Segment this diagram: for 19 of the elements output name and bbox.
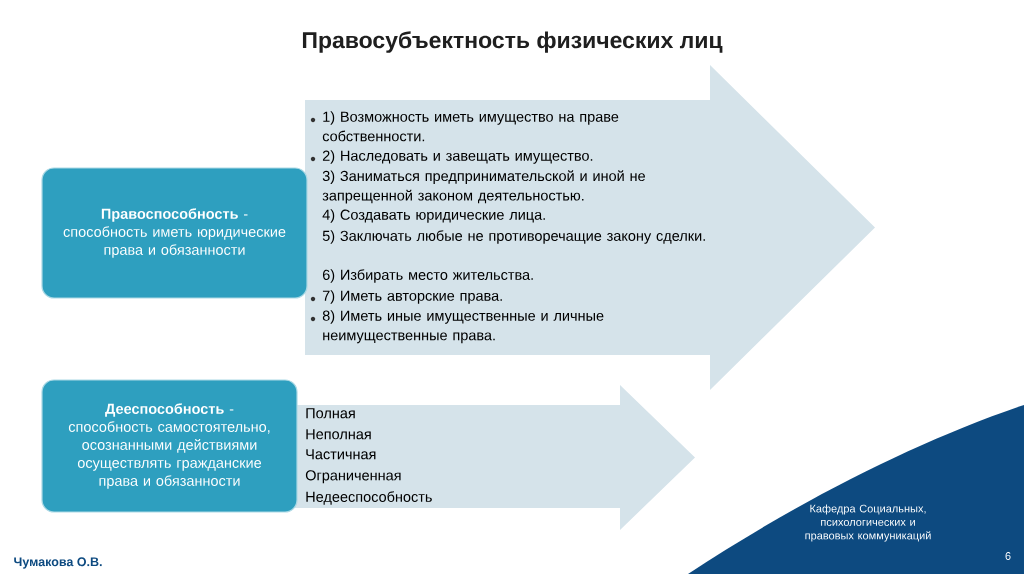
department-name: Кафедра Социальных, психологических и правовых коммуникаций [805,504,931,542]
list-item: 1) Возможность иметь имущество на праве собственности. [322,111,619,142]
title: Правосубъектность физических лиц [302,31,723,53]
list-item: 6) Избирать место жительства. [322,269,533,283]
list-item: Частичная [306,449,376,460]
list-item: 4) Создавать юридические лица. [322,209,545,223]
list-item: 3) Заниматься предпринимательской и иной не запрещенной законом деятельностью. [322,170,645,204]
list-item: Недееспособность [306,491,432,505]
list-item: 8) Иметь иные имущественные и личные неимущественные права. [322,310,604,344]
list-item: 7) Иметь авторские права. [322,290,502,304]
list-item: 2) Наследовать и завещать имущество. [322,150,593,164]
list-item: Полная [306,408,355,419]
list-item: Ограниченная [305,470,401,484]
concept-box: Дееспособность - способность самостоятельно, осознанными действиями осуществлять гражданские права и обязанности [41,379,298,513]
list-item: 5) Заключать любые не противоречащие закону сделки. [322,230,705,244]
page-number: 6 [1005,552,1011,560]
author-name: Чумакова О.В. [14,557,102,569]
list-item: Неполная [306,429,371,440]
concept-box: Правоспособность - способность иметь юридические права и обязанности [41,167,308,299]
